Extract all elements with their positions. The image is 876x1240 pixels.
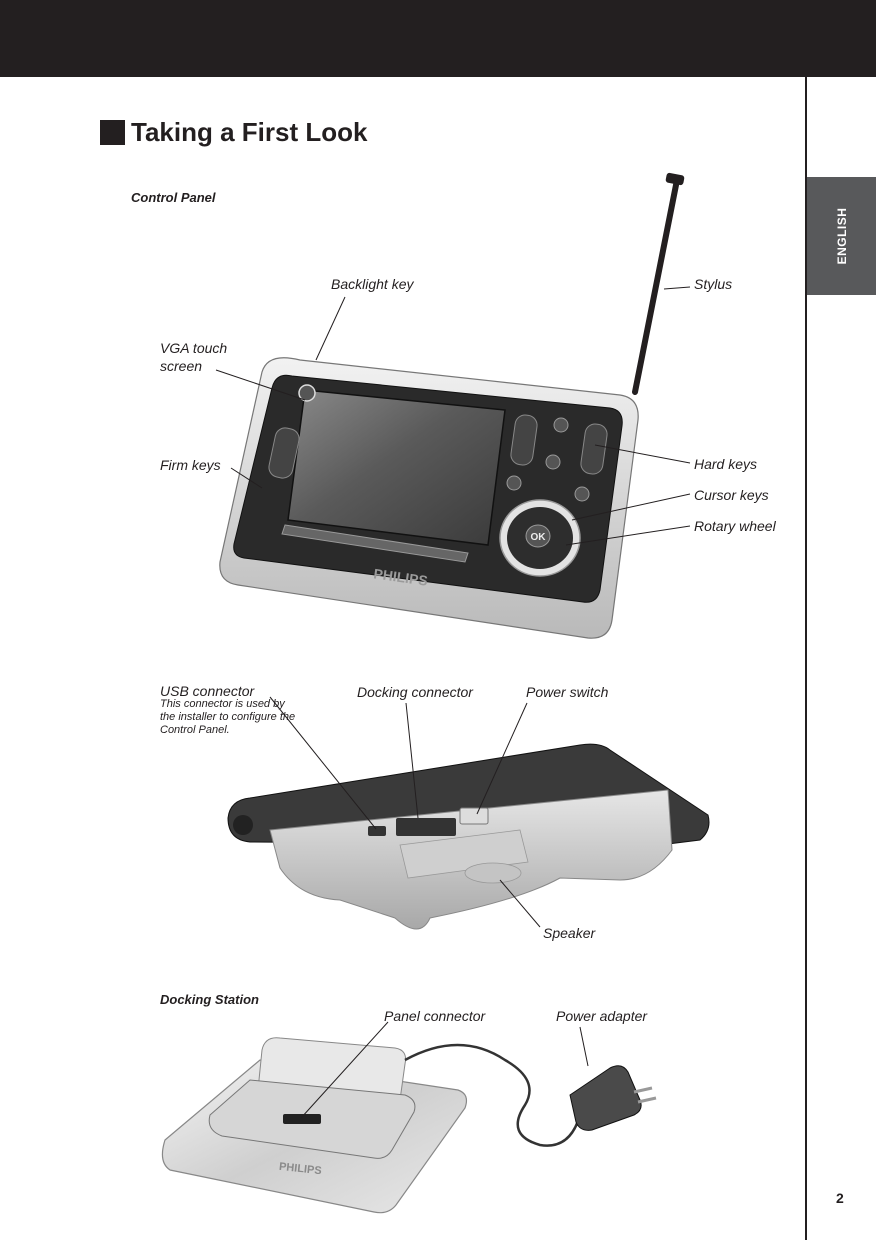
rear-view-illustration	[227, 696, 710, 930]
label-usb-connector: USB connector	[160, 683, 255, 699]
label-firm-keys: Firm keys	[160, 457, 221, 473]
ok-key-label: OK	[531, 532, 547, 543]
label-speaker: Speaker	[543, 925, 596, 941]
power-switch-part	[459, 807, 489, 825]
dock-brand-logo: PHILIPS	[278, 1161, 322, 1177]
panel-connector-part	[283, 1114, 321, 1124]
section-heading-control-panel: Control Panel	[131, 190, 216, 205]
label-power-switch: Power switch	[526, 684, 609, 700]
callout-lines-front	[215, 286, 691, 546]
language-tab: ENGLISH	[807, 177, 876, 295]
label-vga-touch-screen: VGA touch screen	[160, 340, 228, 374]
docking-station-illustration: PHILIPS	[161, 1021, 657, 1214]
label-backlight-key: Backlight key	[331, 276, 414, 292]
usb-connector-note: This connector is used by the installer …	[160, 698, 296, 736]
speaker-grille	[464, 862, 522, 884]
label-stylus: Stylus	[694, 276, 733, 292]
title-marker	[100, 120, 125, 145]
label-power-adapter: Power adapter	[556, 1008, 648, 1024]
margin-rule	[805, 77, 807, 1240]
page-number: 2	[836, 1190, 844, 1206]
label-cursor-keys: Cursor keys	[694, 487, 769, 503]
docking-port	[396, 818, 456, 836]
label-rotary-wheel: Rotary wheel	[694, 518, 776, 534]
control-panel-illustration: OK PHILIPS	[215, 172, 691, 639]
stylus-icon	[632, 172, 685, 395]
header-bar	[0, 0, 876, 77]
label-panel-connector: Panel connector	[384, 1008, 486, 1024]
callout-lines-dock	[300, 1021, 589, 1119]
label-hard-keys: Hard keys	[694, 456, 758, 472]
brand-logo: PHILIPS	[373, 565, 429, 588]
label-docking-connector: Docking connector	[357, 684, 473, 700]
section-heading-docking-station: Docking Station	[160, 992, 259, 1007]
usb-port	[368, 826, 386, 836]
power-adapter-part	[569, 1065, 642, 1131]
callout-lines-rear	[269, 696, 541, 928]
page-title: Taking a First Look	[131, 117, 368, 147]
